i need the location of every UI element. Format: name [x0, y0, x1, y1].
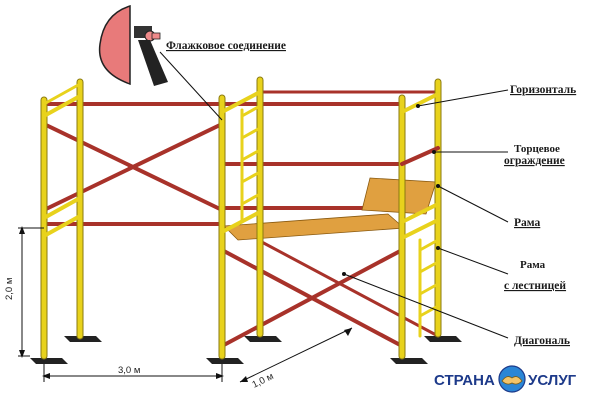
label-end-guard-1: Торцевое: [514, 143, 560, 155]
label-frame: Рама: [514, 217, 541, 229]
dimension-height: 2,0 м: [4, 278, 15, 300]
frames: [40, 76, 442, 360]
base-plates: [30, 336, 462, 364]
flag-joint-illustration: [98, 4, 168, 86]
label-diagonal: Диагональ: [514, 335, 570, 347]
dimension-depth: 1,0 м: [250, 371, 275, 391]
frame-middle-ladder: [218, 76, 264, 360]
label-end-guard-2: ограждение: [504, 155, 565, 167]
brand-left-text: СТРАНА: [434, 372, 495, 389]
frame-right-ladder: [398, 78, 442, 360]
dimension-lines: [18, 226, 353, 383]
dimension-width: 3,0 м: [118, 365, 140, 376]
label-horizontal: Горизонталь: [510, 84, 576, 96]
label-ladder-frame-2: с лестницей: [504, 280, 566, 292]
callout-labels: Флажковое соединение Горизонталь Торцево…: [166, 40, 576, 347]
brand-logo: СТРАНА УСЛУГ: [434, 365, 577, 393]
leader-lines: [159, 51, 509, 339]
diagonal-braces: [42, 122, 440, 348]
label-flag-joint: Флажковое соединение: [166, 40, 286, 52]
frame-left: [40, 78, 84, 360]
end-guard: [400, 146, 440, 166]
handshake-icon: [498, 365, 526, 393]
brand-right-text: УСЛУГ: [528, 372, 577, 389]
label-ladder-frame-1: Рама: [520, 259, 546, 271]
